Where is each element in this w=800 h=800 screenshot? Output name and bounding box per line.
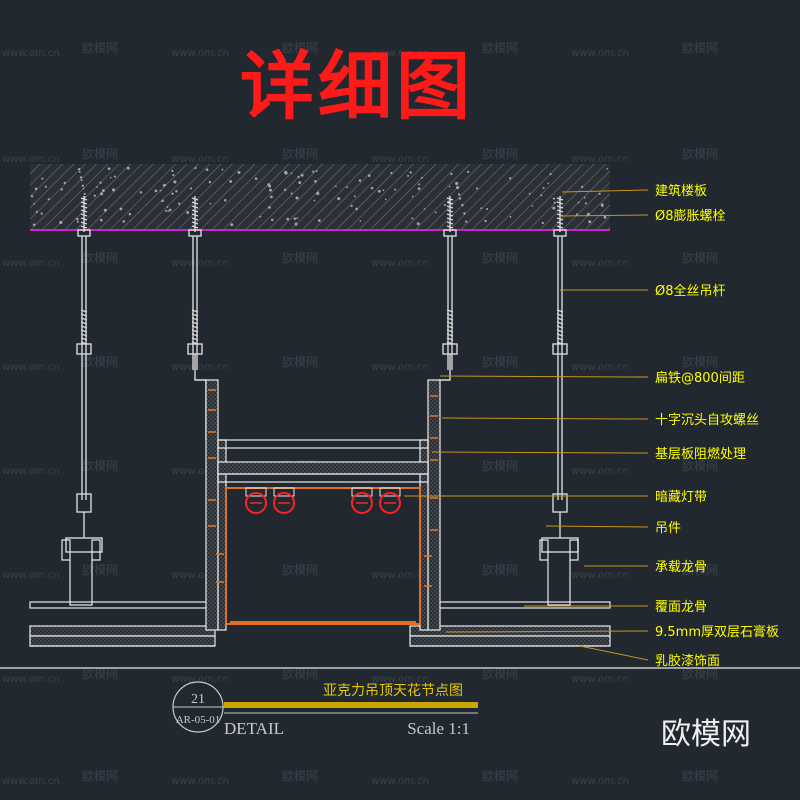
watermark-url: www.om.cn — [2, 674, 60, 685]
watermark-brand: 欧模网 — [482, 563, 518, 577]
watermark-brand: 欧模网 — [82, 563, 118, 577]
watermark-url: www.om.cn — [571, 362, 629, 373]
watermark-brand: 欧模网 — [482, 147, 518, 161]
watermark-url: www.om.cn — [2, 776, 60, 787]
watermark-url: www.om.cn — [371, 362, 429, 373]
watermark-url: www.om.cn — [2, 570, 60, 581]
watermark-url: www.om.cn — [171, 674, 229, 685]
hidden-light-strip — [245, 487, 401, 514]
drawing-title: 详细图 — [240, 44, 474, 130]
watermark-brand: 欧模网 — [482, 41, 518, 55]
watermark-url: www.om.cn — [371, 674, 429, 685]
watermark-url: www.om.cn — [371, 776, 429, 787]
label-flat-iron: 扁铁@800间距 — [655, 371, 745, 386]
watermark-brand: 欧模网 — [82, 251, 118, 265]
watermark-url: www.om.cn — [2, 48, 60, 59]
watermark-brand: 欧模网 — [282, 251, 318, 265]
watermark-url: www.om.cn — [171, 570, 229, 581]
watermark-url: www.om.cn — [571, 570, 629, 581]
watermark-brand: 欧模网 — [82, 147, 118, 161]
watermark-brand: 欧模网 — [682, 147, 718, 161]
watermark-url: www.om.cn — [571, 258, 629, 269]
watermark-brand: 欧模网 — [282, 355, 318, 369]
watermark-url: www.om.cn — [571, 48, 629, 59]
label-cover-keel: 覆面龙骨 — [655, 600, 707, 615]
watermark-brand: 欧模网 — [282, 563, 318, 577]
watermark-url: www.om.cn — [171, 154, 229, 165]
label-floor-slab: 建筑楼板 — [655, 183, 707, 199]
label-hanger: 吊件 — [655, 521, 681, 536]
watermark-brand: 欧模网 — [82, 459, 118, 473]
watermark-url: www.om.cn — [371, 48, 429, 59]
label-base-board: 基层板阻燃处理 — [655, 446, 746, 462]
watermark-brand: 欧模网 — [282, 667, 318, 681]
label-cross-screw: 十字沉头自攻螺丝 — [655, 413, 759, 428]
watermark-brand: 欧模网 — [282, 41, 318, 55]
watermark-brand: 欧模网 — [282, 147, 318, 161]
drawing-number: 21 — [191, 692, 205, 707]
watermark-brand: 欧模网 — [682, 355, 718, 369]
watermark-url: www.om.cn — [171, 776, 229, 787]
label-hidden-light: 暗藏灯带 — [655, 490, 707, 505]
watermark-brand: 欧模网 — [482, 355, 518, 369]
label-threaded-rod: Ø8全丝吊杆 — [655, 283, 726, 299]
drawing-name: 亚克力吊顶天花节点图 — [323, 683, 463, 699]
watermark-url: www.om.cn — [371, 154, 429, 165]
detail-label: DETAIL — [224, 719, 284, 738]
watermark-url: www.om.cn — [571, 466, 629, 477]
annotation-labels: 建筑楼板 Ø8膨胀螺栓 Ø8全丝吊杆扁铁@800间距十字沉头自攻螺丝基层板阻燃处理暗… — [655, 183, 779, 669]
watermark-brand: 欧模网 — [482, 251, 518, 265]
corner-watermark-logo: 欧模网 — [661, 717, 751, 752]
watermark-brand: 欧模网 — [682, 251, 718, 265]
watermark-url: www.om.cn — [571, 674, 629, 685]
watermark-url: www.om.cn — [171, 362, 229, 373]
label-latex-paint: 乳胶漆饰面 — [655, 653, 720, 669]
label-gypsum-board: 9.5mm厚双层石膏板 — [655, 624, 779, 640]
watermark-url: www.om.cn — [2, 466, 60, 477]
watermark-layer: 欧模网 www.om.cn 欧模网 www.om.cn 欧模网 www.om.cn 欧模网 w… — [2, 41, 718, 787]
watermark-url: www.om.cn — [171, 48, 229, 59]
watermark-brand: 欧模网 — [682, 41, 718, 55]
acrylic-frame — [225, 487, 421, 625]
scale-label: Scale 1:1 — [407, 719, 470, 738]
title-block: 21 AR-05-01 亚克力吊顶天花节点图 DETAIL Scale 1:1 — [172, 681, 478, 738]
watermark-brand: 欧模网 — [82, 769, 118, 783]
floor-slab — [30, 164, 610, 231]
watermark-brand: 欧模网 — [682, 563, 718, 577]
watermark-brand: 欧模网 — [682, 667, 718, 681]
watermark-url: www.om.cn — [2, 362, 60, 373]
watermark-brand: 欧模网 — [482, 769, 518, 783]
watermark-url: www.om.cn — [571, 776, 629, 787]
watermark-url: www.om.cn — [371, 258, 429, 269]
watermark-brand: 欧模网 — [82, 667, 118, 681]
watermark-brand: 欧模网 — [82, 355, 118, 369]
watermark-url: www.om.cn — [171, 258, 229, 269]
watermark-brand: 欧模网 — [482, 667, 518, 681]
watermark-url: www.om.cn — [2, 258, 60, 269]
watermark-url: www.om.cn — [571, 154, 629, 165]
watermark-brand: 欧模网 — [82, 41, 118, 55]
screws — [208, 389, 438, 587]
threaded-rods — [65, 196, 579, 553]
watermark-url: www.om.cn — [371, 570, 429, 581]
ceiling-structure — [29, 379, 611, 647]
watermark-brand: 欧模网 — [482, 459, 518, 473]
leader-lines — [404, 189, 649, 661]
watermark-brand: 欧模网 — [682, 769, 718, 783]
watermark-url: www.om.cn — [2, 154, 60, 165]
watermark-brand: 欧模网 — [682, 459, 718, 473]
watermark-url: www.om.cn — [171, 466, 229, 477]
watermark-brand: 欧模网 — [282, 769, 318, 783]
sheet-number: AR-05-01 — [176, 714, 221, 726]
label-main-keel: 承载龙骨 — [655, 560, 707, 575]
label-expansion-bolt: Ø8膨胀螺栓 — [655, 209, 726, 224]
